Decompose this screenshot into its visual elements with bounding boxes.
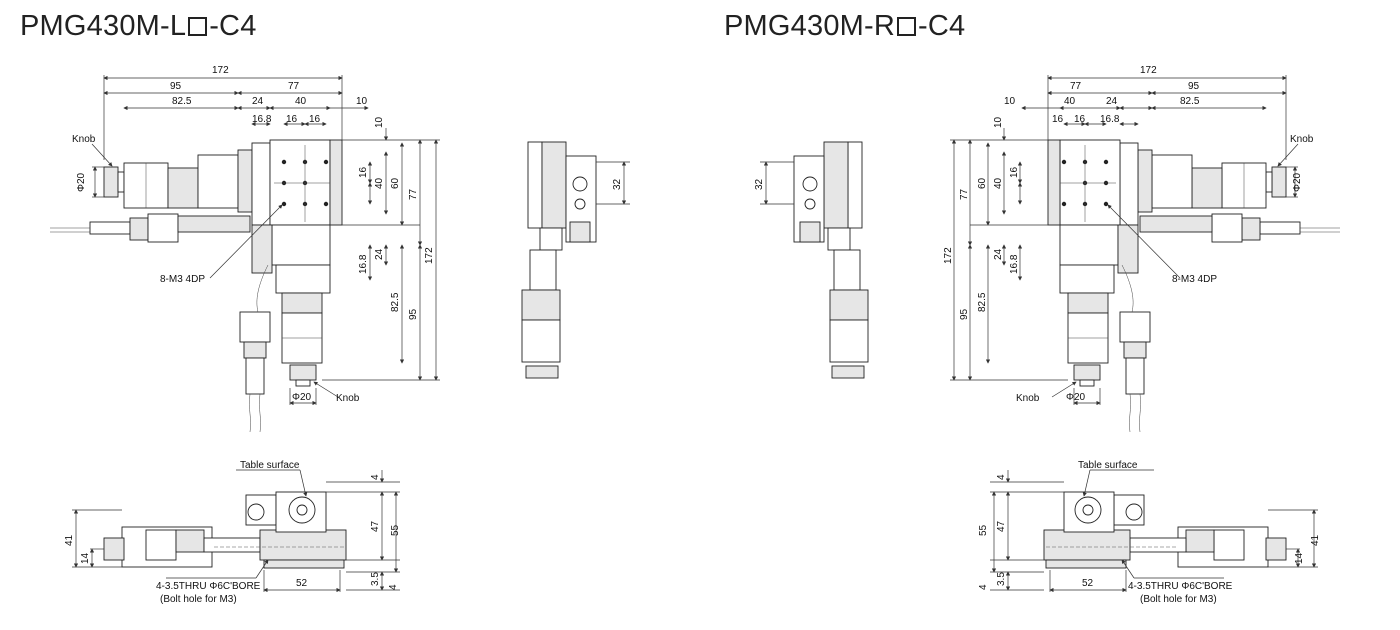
right-dim-10-top: 10 [1004,96,1016,107]
left-dim-41-end: 41 [64,534,75,546]
left-dim-4b-end: 4 [388,584,399,590]
right-title-suffix: -C4 [918,10,966,42]
right-dim-95-top: 95 [1188,81,1200,92]
right-label-thru: 4-3.5THRU Φ6C'BORE [1128,581,1233,592]
left-dim-16-8-vert: 16.8 [358,254,369,274]
right-dim-phi20-knob: Φ20 [1292,172,1303,192]
right-dim-phi20-bottom: Φ20 [1066,392,1086,403]
left-dim-47-end: 47 [370,520,381,532]
left-dim-16a-top: 16 [286,114,298,125]
left-dim-16-vert: 16 [358,166,369,178]
right-dim-55-end: 55 [978,524,989,536]
right-dim-172-vert: 172 [943,247,954,264]
left-dim-32-side: 32 [612,178,623,190]
left-dim-172-vert: 172 [424,247,435,264]
left-dim-77-top: 77 [288,81,300,92]
model-variant-box-icon [897,17,916,36]
left-dim-55-end: 55 [390,524,401,536]
right-dim-82-5-vert: 82.5 [977,292,988,312]
left-label-knob-b: Knob [336,393,360,404]
left-end-view [103,491,347,569]
right-side-view [793,141,869,379]
right-dim-16b-top: 16 [1052,114,1064,125]
left-plan-view [49,139,343,433]
right-dim-40-vert: 40 [993,177,1004,189]
right-label-bolt: (Bolt hole for M3) [1140,594,1217,605]
left-dim-77-vert: 77 [408,188,419,200]
right-dim-24-vert: 24 [993,248,1004,260]
right-dim-24-top: 24 [1106,96,1118,107]
left-side-view [521,141,597,379]
right-dim-16-vert: 16 [1009,166,1020,178]
left-label-table-surface: Table surface [240,460,300,471]
right-dim-14-end: 14 [1294,552,1305,564]
right-dim-172-top: 172 [1140,65,1157,76]
left-dim-14-end: 14 [80,552,91,564]
left-dim-40-vert: 40 [374,177,385,189]
right-label-tap: 8-M3 4DP [1172,274,1217,285]
model-variant-box-icon [188,17,208,36]
left-dim-phi20-bottom: Φ20 [292,392,312,403]
right-dim-77-top: 77 [1070,81,1082,92]
left-dim-95-top: 95 [170,81,182,92]
left-label-thru: 4-3.5THRU Φ6C'BORE [156,581,261,592]
left-dim-16b-top: 16 [309,114,321,125]
left-dim-40-top: 40 [295,96,307,107]
left-label-knob-a: Knob [72,134,96,145]
right-dim-41-end: 41 [1310,534,1321,546]
right-dim-16-8-vert: 16.8 [1009,254,1020,274]
left-dim-95-vert: 95 [408,308,419,320]
right-end-view [1043,491,1287,569]
right-label-table-surface: Table surface [1078,460,1138,471]
right-dim-95-vert: 95 [959,308,970,320]
right-dim-60-vert: 60 [977,177,988,189]
left-title-prefix: PMG430M-L [20,10,187,42]
left-dim-phi20-knob: Φ20 [76,172,87,192]
right-dim-82-5-top: 82.5 [1180,96,1200,107]
left-dim-82-5-top: 82.5 [172,96,192,107]
left-dim-24-top: 24 [252,96,264,107]
left-dim-24-vert: 24 [374,248,385,260]
left-label-bolt: (Bolt hole for M3) [160,594,237,605]
left-label-tap: 8-M3 4DP [160,274,205,285]
right-dim-10-vert: 10 [993,116,1004,128]
left-title: PMG430M-L -C4 [20,10,257,43]
right-dim-4b-end: 4 [978,584,989,590]
right-dim-16-8-top: 16.8 [1100,114,1120,125]
right-dim-77-vert: 77 [959,188,970,200]
right-dim-16a-top: 16 [1074,114,1086,125]
right-dim-3-5-end: 3.5 [996,572,1007,586]
right-title: PMG430M-R -C4 [724,10,965,43]
right-dim-47-end: 47 [996,520,1007,532]
left-title-suffix: -C4 [209,10,257,42]
right-title-prefix: PMG430M-R [724,10,895,42]
right-dim-52-end: 52 [1082,578,1094,589]
right-label-knob-a: Knob [1290,134,1314,145]
left-dim-3-5-end: 3.5 [370,572,381,586]
left-dim-10-top: 10 [356,96,368,107]
left-dim-60-vert: 60 [390,177,401,189]
right-dim-40-top: 40 [1064,96,1076,107]
left-dim-52-end: 52 [296,578,308,589]
left-dim-82-5-vert: 82.5 [390,292,401,312]
left-dim-10-vert: 10 [374,116,385,128]
right-label-knob-b: Knob [1016,393,1040,404]
left-dim-4-end: 4 [370,474,381,480]
left-dim-16-8-top: 16.8 [252,114,272,125]
right-dim-32-side: 32 [754,178,765,190]
left-dim-172-top: 172 [212,65,229,76]
right-dim-4-end: 4 [996,474,1007,480]
